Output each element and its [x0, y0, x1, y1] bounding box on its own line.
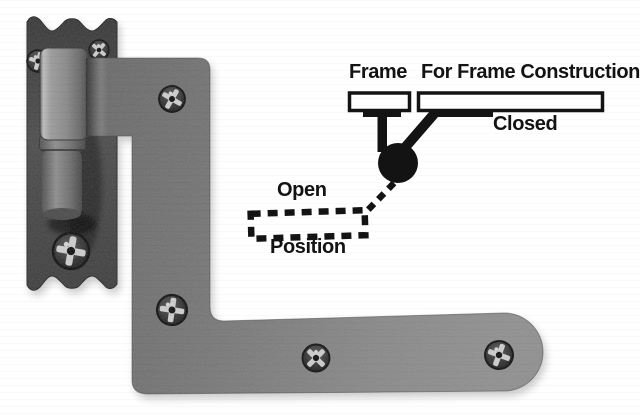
pivot-point: [378, 143, 418, 183]
pivot-stem: [377, 112, 387, 152]
frame-construction-board: [416, 91, 605, 113]
hinge-photo: [23, 16, 544, 395]
open-position-link-dashed: [365, 180, 397, 213]
metal-texture: [27, 16, 543, 394]
frame-label: Frame: [349, 61, 408, 83]
installation-diagram: [247, 91, 605, 243]
open-position-outline-dashed: [247, 206, 369, 243]
closed-label: Closed: [493, 113, 558, 135]
closed-position-link: [398, 110, 438, 155]
for-frame-construction-label: For Frame Construction: [421, 61, 640, 83]
frame-cross-section: [347, 91, 412, 113]
shutter-edge-bar-right: [431, 110, 493, 117]
position-label: Position: [270, 236, 346, 258]
open-label: Open: [277, 179, 327, 201]
